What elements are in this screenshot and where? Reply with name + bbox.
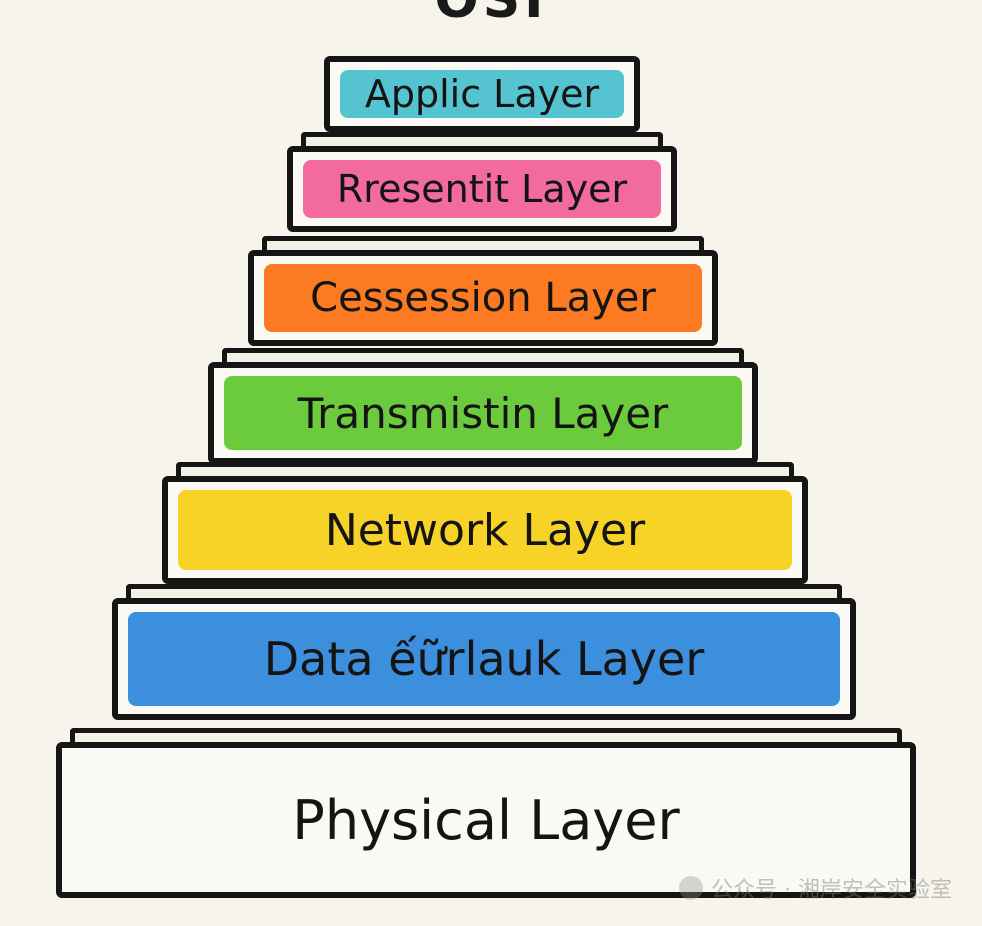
layer-color-fill bbox=[340, 70, 624, 118]
layer-label: Physical Layer bbox=[292, 788, 680, 852]
layer-step: Rresentit Layer bbox=[287, 146, 677, 232]
layer-color-fill bbox=[224, 376, 742, 450]
wechat-icon bbox=[679, 876, 704, 900]
layer-label: Applic Layer bbox=[364, 72, 600, 116]
layer-label: Network Layer bbox=[324, 504, 646, 556]
layer-color-fill bbox=[303, 160, 661, 218]
layer-label: Cessession Layer bbox=[310, 275, 656, 321]
layer-color-fill bbox=[178, 490, 792, 570]
layer-step: Data ếữrlauk Layer bbox=[112, 598, 856, 720]
layer-label: Data ếữrlauk Layer bbox=[263, 632, 705, 686]
layer-label: Transmistin Layer bbox=[297, 388, 669, 438]
layer-color-fill bbox=[128, 612, 840, 706]
layer-step: Applic Layer bbox=[324, 56, 640, 132]
layer-label: Rresentit Layer bbox=[336, 167, 628, 211]
watermark-text: 公众号 · 湘岸安全实验室 bbox=[711, 878, 952, 903]
layer-step: Physical Layer bbox=[56, 742, 916, 898]
layer-step: Cessession Layer bbox=[248, 250, 718, 346]
watermark: 公众号 · 湘岸安全实验室 bbox=[679, 872, 952, 904]
layer-step: Transmistin Layer bbox=[208, 362, 758, 464]
layer-color-fill bbox=[264, 264, 702, 332]
diagram-title: OSI bbox=[434, 0, 548, 30]
layer-step: Network Layer bbox=[162, 476, 808, 584]
